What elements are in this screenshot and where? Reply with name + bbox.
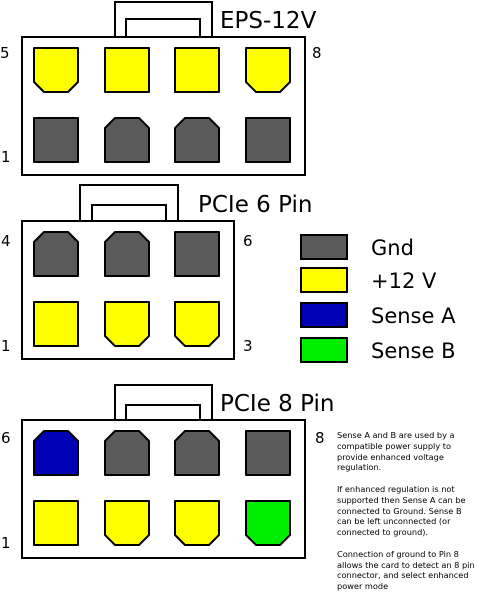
eps12v-label-top-left: 5	[0, 44, 10, 62]
pin-top-1-sense-a	[33, 430, 79, 476]
legend-label-v12: +12 V	[371, 269, 437, 293]
pin-bottom-2-gnd	[104, 117, 150, 163]
pin-top-1-gnd	[33, 231, 79, 277]
eps12v-connector: EPS-12V 5 8 1	[0, 1, 322, 176]
pin-top-4-v12	[245, 47, 291, 93]
pcie8-connector: PCIe 8 Pin 6 8 1	[1, 384, 334, 559]
pin-bottom-1-v12	[33, 500, 79, 546]
pin-top-3-v12	[174, 47, 220, 93]
pcie8-label-top-right: 8	[315, 429, 325, 447]
pin-bottom-4-sense-b	[245, 500, 291, 546]
pcie6-label-bottom-left: 1	[1, 337, 11, 355]
eps12v-title: EPS-12V	[220, 8, 317, 34]
pcie8-pins	[33, 430, 291, 546]
pin-top-3-gnd	[174, 231, 220, 277]
legend-label-sense-b: Sense B	[371, 339, 456, 363]
pin-top-3-gnd	[174, 430, 220, 476]
pin-top-1-v12	[33, 47, 79, 93]
pin-top-2-gnd	[104, 231, 150, 277]
pin-top-4-gnd	[245, 430, 291, 476]
pin-top-2-v12	[104, 47, 150, 93]
pcie6-pins	[33, 231, 220, 347]
pin-bottom-4-gnd	[245, 117, 291, 163]
legend-label-gnd: Gnd	[371, 236, 414, 260]
eps12v-label-bottom-left: 1	[1, 148, 11, 166]
legend: Gnd +12 V Sense A Sense B	[300, 234, 456, 363]
pcie6-connector: PCIe 6 Pin 4 6 1 3	[1, 184, 312, 360]
pin-bottom-2-v12	[104, 301, 150, 347]
legend-swatch-sense-a	[300, 302, 348, 328]
pcie8-label-bottom-left: 1	[1, 534, 11, 552]
connector-pinout-diagram: EPS-12V 5 8 1 PCIe 6 Pin 4 6 1 3 Gnd +12 …	[0, 1, 456, 559]
pcie6-label-top-left: 4	[1, 232, 11, 250]
pin-bottom-1-gnd	[33, 117, 79, 163]
pcie8-label-top-left: 6	[1, 429, 11, 447]
pin-bottom-1-v12	[33, 301, 79, 347]
pcie6-label-bottom-right: 3	[243, 337, 253, 355]
pin-bottom-2-v12	[104, 500, 150, 546]
pcie8-title: PCIe 8 Pin	[220, 391, 334, 417]
legend-swatch-gnd	[300, 234, 348, 260]
legend-swatch-v12	[300, 267, 348, 293]
eps12v-pins	[33, 47, 291, 163]
legend-swatch-sense-b	[300, 337, 348, 363]
pin-top-2-gnd	[104, 430, 150, 476]
eps12v-latch-inner	[125, 18, 201, 39]
pin-bottom-3-v12	[174, 500, 220, 546]
pcie6-latch-inner	[91, 204, 167, 223]
pcie8-latch-inner	[125, 404, 201, 422]
sense-note: Sense A and B are used by a compatible p…	[337, 430, 475, 592]
pin-bottom-3-v12	[174, 301, 220, 347]
pcie6-title: PCIe 6 Pin	[198, 192, 312, 218]
pin-bottom-3-gnd	[174, 117, 220, 163]
eps12v-label-top-right: 8	[312, 44, 322, 62]
legend-label-sense-a: Sense A	[371, 304, 456, 328]
pcie6-label-top-right: 6	[243, 232, 253, 250]
